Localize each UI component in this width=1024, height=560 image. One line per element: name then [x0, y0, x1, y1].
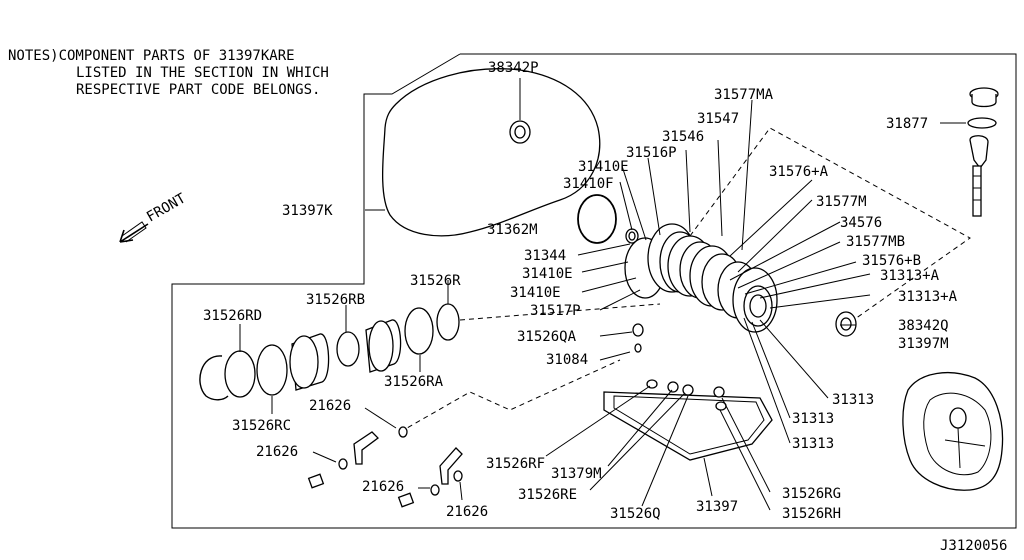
valve-body-dashed-outline: [689, 127, 971, 327]
label-21626-a: 21626: [309, 398, 351, 414]
label-31410E-c: 31410E: [510, 285, 561, 301]
notes-line-2: LISTED IN THE SECTION IN WHICH: [76, 65, 329, 81]
label-34576: 34576: [840, 215, 882, 231]
notes-line-3: RESPECTIVE PART CODE BELONGS.: [76, 82, 320, 98]
part-labels: 38342P 31397K 31362M 31410F 31410E 31516…: [203, 60, 958, 522]
piston-set-31526: [199, 303, 460, 401]
diagram-code: J3120056: [940, 538, 1007, 554]
part-31877: [967, 87, 999, 217]
frame-outline: [171, 53, 1017, 529]
label-38342Q: 38342Q: [898, 318, 949, 334]
label-31576B: 31576+B: [862, 253, 921, 269]
label-31526RH: 31526RH: [782, 506, 841, 522]
transmission-case-outline: [381, 68, 601, 237]
label-31313-a: 31313: [832, 392, 874, 408]
clutch-pack: [624, 223, 778, 333]
label-31577MB: 31577MB: [846, 234, 905, 250]
notes-block: NOTES)COMPONENT PARTS OF 31397KARE LISTE…: [8, 48, 329, 98]
notes-line-1: NOTES)COMPONENT PARTS OF 31397KARE: [8, 48, 295, 64]
label-31546: 31546: [662, 129, 704, 145]
label-31526Q: 31526Q: [610, 506, 661, 522]
label-31526RC: 31526RC: [232, 418, 291, 434]
label-31379M: 31379M: [551, 466, 602, 482]
label-31576A: 31576+A: [769, 164, 829, 180]
label-31526RF: 31526RF: [486, 456, 545, 472]
label-31526RE: 31526RE: [518, 487, 577, 503]
front-label: FRONT: [144, 190, 189, 225]
label-31410E-b: 31410E: [522, 266, 573, 282]
label-31547: 31547: [697, 111, 739, 127]
label-31313-b: 31313: [792, 411, 834, 427]
label-31577MA: 31577MA: [714, 87, 774, 103]
label-38342P: 38342P: [488, 60, 539, 76]
label-31397K: 31397K: [282, 203, 333, 219]
label-31313A-2: 31313+A: [898, 289, 958, 305]
label-31410F: 31410F: [563, 176, 614, 192]
label-31344: 31344: [524, 248, 566, 264]
oring-31362M: [577, 194, 617, 244]
label-31526RG: 31526RG: [782, 486, 841, 502]
label-21626-b: 21626: [256, 444, 298, 460]
label-21626-c: 21626: [362, 479, 404, 495]
label-31526RD: 31526RD: [203, 308, 262, 324]
label-31084: 31084: [546, 352, 588, 368]
label-31397: 31397: [696, 499, 738, 515]
label-31526R: 31526R: [410, 273, 461, 289]
label-31526RB: 31526RB: [306, 292, 365, 308]
label-31410E-a: 31410E: [578, 159, 629, 175]
label-31313A-1: 31313+A: [880, 268, 940, 284]
label-31526RA: 31526RA: [384, 374, 444, 390]
label-31516P: 31516P: [626, 145, 677, 161]
label-31362M: 31362M: [487, 222, 538, 238]
rear-cover-31397M: [902, 372, 1004, 491]
label-31397M: 31397M: [898, 336, 949, 352]
bolts-21626: [307, 426, 463, 508]
label-31517P: 31517P: [530, 303, 581, 319]
label-21626-d: 21626: [446, 504, 488, 520]
label-31313-c: 31313: [792, 436, 834, 452]
label-31526QA: 31526QA: [517, 329, 577, 345]
front-arrow-icon: [119, 221, 149, 243]
leader-lines: [239, 99, 966, 511]
label-31877: 31877: [886, 116, 928, 132]
label-31577M: 31577M: [816, 194, 867, 210]
oil-pan-31397: [603, 391, 773, 461]
